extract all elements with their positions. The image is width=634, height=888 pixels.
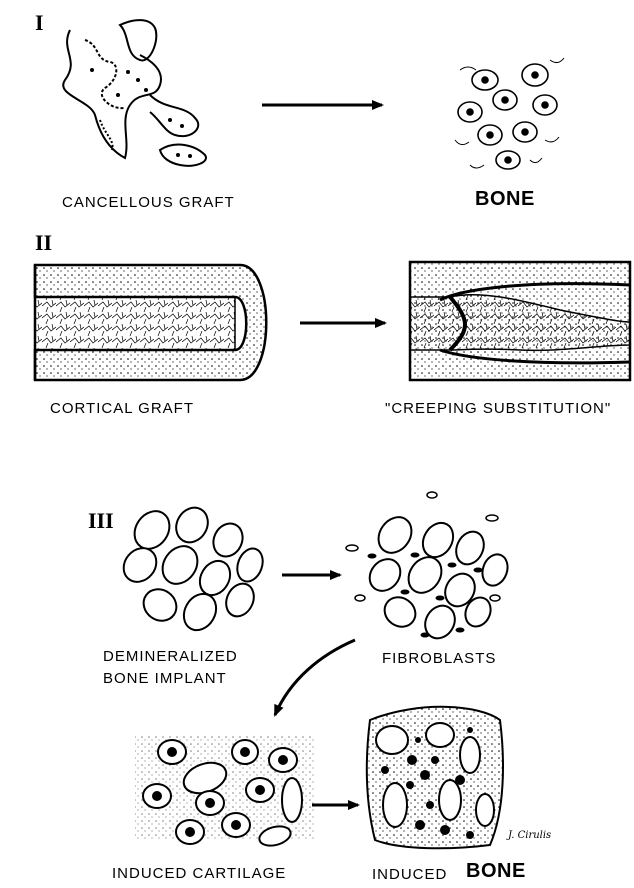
cancellous-graft-label: CANCELLOUS GRAFT	[62, 194, 235, 211]
induced-bone-word: BONE	[466, 860, 526, 883]
induced-bone-drawing	[367, 707, 503, 848]
fibroblasts-label: FIBROBLASTS	[382, 650, 496, 667]
section-2-numeral: II	[35, 230, 52, 256]
demineralized-label: DEMINERALIZED	[103, 648, 238, 665]
bone-label: BONE	[475, 188, 535, 211]
artist-signature: J. Cirulis	[508, 830, 551, 841]
induced-cartilage-label: INDUCED CARTILAGE	[112, 865, 286, 882]
cortical-graft-label: CORTICAL GRAFT	[50, 400, 194, 417]
arrow-section-3b	[275, 640, 355, 715]
induced-bone-prefix: INDUCED	[372, 866, 447, 883]
creeping-substitution-label: "CREEPING SUBSTITUTION"	[385, 400, 611, 417]
induced-cartilage-drawing	[135, 735, 315, 849]
creeping-substitution-drawing	[410, 262, 630, 380]
cancellous-graft-drawing	[63, 20, 206, 166]
fibroblasts-drawing	[363, 511, 511, 644]
cortical-graft-drawing	[35, 265, 266, 380]
bone-cluster-drawing	[455, 58, 564, 169]
implant-drawing	[117, 502, 267, 636]
section-1-numeral: I	[35, 10, 44, 36]
bone-implant-label: BONE IMPLANT	[103, 670, 227, 687]
section-3-numeral: III	[88, 508, 114, 534]
